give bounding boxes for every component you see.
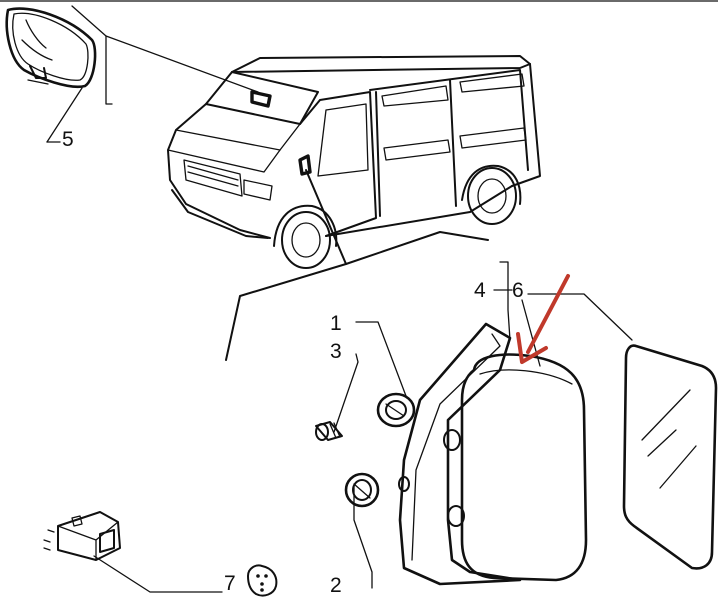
callout-7: 7	[224, 572, 236, 595]
leader-line-7	[93, 555, 223, 593]
interior-mirror-part-5	[5, 7, 97, 89]
callout-3: 3	[330, 340, 342, 363]
leader-line-5	[46, 87, 83, 143]
mirror-glass-part-6	[622, 344, 718, 570]
leader-line-3	[333, 353, 359, 433]
exterior-mirror-part-4	[398, 322, 588, 586]
callout-2: 2	[330, 574, 342, 597]
mirror-switch-part-7	[43, 511, 278, 597]
leader-line-1	[355, 321, 407, 397]
leader-line-2	[353, 485, 373, 589]
callout-6: 6	[512, 279, 524, 302]
van-illustration	[167, 55, 541, 269]
grommet-part-2	[344, 472, 380, 508]
callout-4: 4	[474, 279, 486, 302]
mirror-bracket-line	[71, 5, 113, 105]
screw-part-3	[315, 421, 343, 441]
grommet-part-1	[376, 392, 416, 428]
callout-5: 5	[62, 128, 74, 151]
exterior-mirror-pointer-line	[225, 169, 347, 361]
highlight-arrow	[516, 274, 570, 364]
exterior-mirror-bracket-line	[345, 231, 489, 265]
leader-line-6	[527, 293, 633, 341]
leader-bracket-4	[499, 261, 511, 341]
mirror-pointer-line	[105, 35, 259, 93]
callout-1: 1	[330, 312, 342, 335]
